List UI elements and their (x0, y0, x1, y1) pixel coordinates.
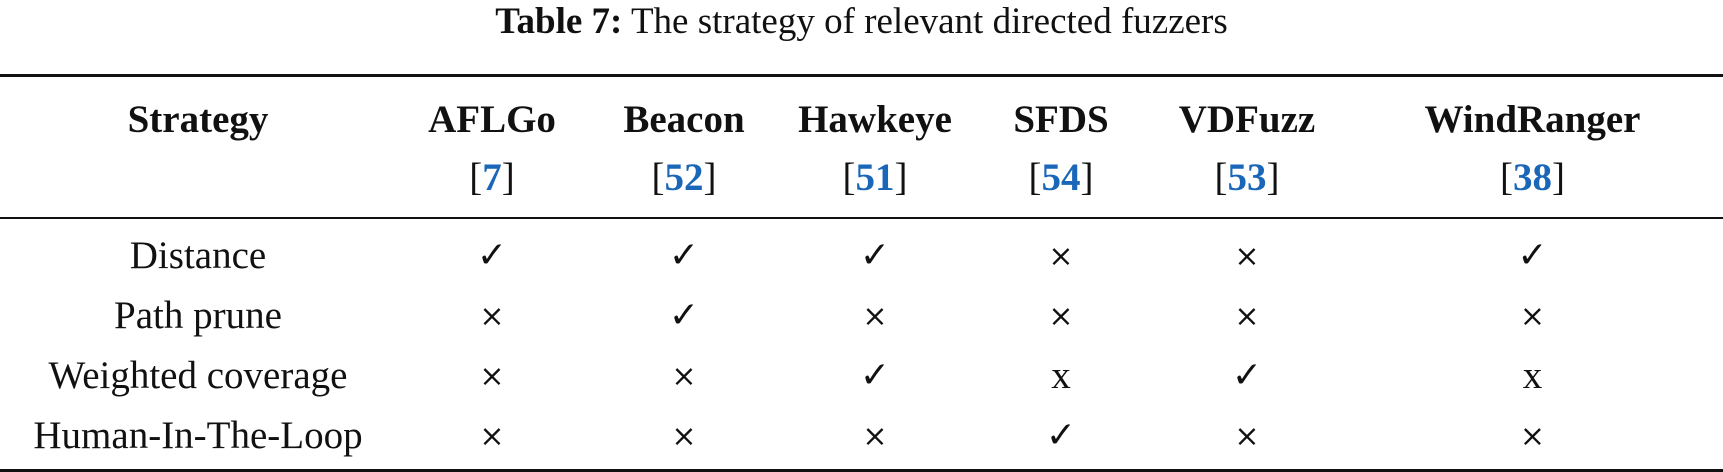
table-cell: x (1342, 345, 1723, 405)
column-header-aflgo: AFLGo [7] (396, 74, 588, 219)
table-cell: ✓ (1342, 218, 1723, 285)
table-cell: ✓ (588, 285, 780, 345)
cross-mark: × (1048, 299, 1074, 334)
table-cell: × (1152, 285, 1342, 345)
check-mark: ✓ (859, 235, 891, 276)
column-header-beacon: Beacon [52] (588, 74, 780, 219)
table-cell: × (970, 218, 1152, 285)
cross-mark: × (1234, 299, 1260, 334)
x-mark: x (1051, 353, 1071, 397)
table-cell: ✓ (1152, 345, 1342, 405)
table-cell: ✓ (396, 218, 588, 285)
x-mark: x (1522, 353, 1543, 397)
table-cell: ✓ (588, 218, 780, 285)
cross-mark: × (671, 359, 697, 394)
citation-link[interactable]: [54] (1028, 156, 1094, 199)
table-cell: × (780, 285, 970, 345)
check-mark: ✓ (668, 295, 700, 336)
cross-mark: × (862, 419, 888, 454)
table-cell: × (396, 345, 588, 405)
table-cell: × (588, 345, 780, 405)
column-header-strategy: Strategy (0, 74, 396, 219)
citation-link[interactable]: [52] (651, 156, 717, 199)
table-cell: × (396, 285, 588, 345)
column-header-sfds: SFDS [54] (970, 74, 1152, 219)
cross-mark: × (479, 299, 505, 334)
table-header-row: Strategy AFLGo [7] Beacon [52] Hawkeye [… (0, 74, 1723, 219)
table-cell: × (1152, 218, 1342, 285)
table-cell: × (1342, 405, 1723, 472)
table-cell: × (970, 285, 1152, 345)
table-cell: ✓ (780, 218, 970, 285)
row-label: Path prune (114, 293, 282, 337)
table-caption: Table 7: The strategy of relevant direct… (0, 0, 1723, 44)
check-mark: ✓ (859, 355, 891, 396)
cross-mark: × (479, 359, 505, 394)
table-row: Human-In-The-Loop × × × ✓ × × (0, 405, 1723, 472)
citation-link[interactable]: [53] (1214, 156, 1280, 199)
table-cell: × (1152, 405, 1342, 472)
column-header-hawkeye: Hawkeye [51] (780, 74, 970, 219)
row-label: Human-In-The-Loop (0, 405, 396, 472)
caption-label: Table 7: (495, 1, 623, 42)
check-mark: ✓ (476, 235, 508, 276)
table-row: Distance ✓ ✓ ✓ × × ✓ (0, 218, 1723, 285)
cross-mark: × (671, 419, 697, 454)
cross-mark: × (1519, 419, 1546, 454)
row-label: Distance (129, 233, 267, 277)
table-cell: × (396, 405, 588, 472)
strategy-table: Strategy AFLGo [7] Beacon [52] Hawkeye [… (0, 74, 1723, 472)
check-mark: ✓ (668, 235, 700, 276)
table-cell: ✓ (780, 345, 970, 405)
table-row: Path prune × ✓ × × × × (0, 285, 1723, 345)
caption-text: The strategy of relevant directed fuzzer… (630, 1, 1228, 42)
column-header-vdfuzz: VDFuzz [53] (1152, 74, 1342, 219)
column-header-windranger: WindRanger [38] (1342, 74, 1723, 219)
table-cell: x (970, 345, 1152, 405)
cross-mark: × (1519, 299, 1546, 334)
check-mark: ✓ (1231, 355, 1263, 396)
citation-link[interactable]: [51] (842, 156, 908, 199)
check-mark: ✓ (1045, 415, 1077, 456)
table-cell: × (780, 405, 970, 472)
check-mark: ✓ (1517, 235, 1548, 276)
cross-mark: × (1048, 239, 1074, 274)
cross-mark: × (1234, 239, 1260, 274)
table-row: Weighted coverage × × ✓ x ✓ x (0, 345, 1723, 405)
citation-link[interactable]: [38] (1500, 156, 1565, 199)
table-cell: ✓ (970, 405, 1152, 472)
cross-mark: × (1234, 419, 1260, 454)
cross-mark: × (862, 299, 888, 334)
citation-link[interactable]: [7] (469, 156, 515, 199)
table-cell: × (588, 405, 780, 472)
cross-mark: × (479, 419, 505, 454)
table-cell: × (1342, 285, 1723, 345)
row-label: Weighted coverage (48, 353, 348, 397)
